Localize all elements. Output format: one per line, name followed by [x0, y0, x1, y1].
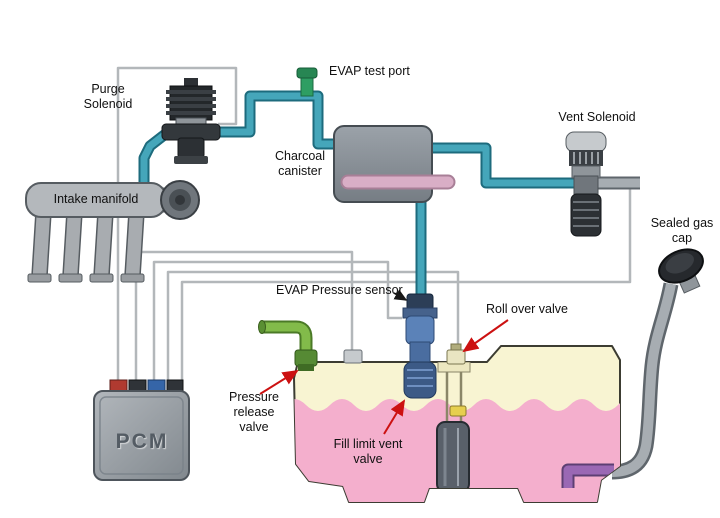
wire-to-pressure-sensor — [152, 260, 402, 386]
fill-limit-vent-valve — [403, 361, 437, 399]
sealed-gas-cap — [658, 248, 704, 294]
roll-over-valve — [446, 343, 466, 365]
filler-neck — [611, 282, 679, 480]
roll-over-valve-label: Roll over valve — [486, 302, 568, 316]
pressure-release-valve — [258, 320, 318, 371]
pcm-module — [93, 379, 190, 481]
arrow-pressure-release-valve — [259, 369, 299, 395]
evap-test-port — [296, 67, 318, 97]
evap-pressure-sensor — [402, 293, 438, 399]
pcm-label: PCM — [115, 430, 169, 453]
pipe-solenoid-to-manifold — [140, 129, 171, 196]
charcoal-canister — [333, 125, 456, 203]
gas-cap-top — [665, 253, 694, 274]
callout-arrows — [259, 289, 509, 435]
purge-solenoid — [161, 78, 221, 164]
pipe-canister-to-vent-solenoid — [424, 144, 590, 187]
purge-solenoid-label: Purge Solenoid — [83, 82, 133, 111]
wire-to-release-valve-area — [134, 250, 354, 386]
charcoal-canister-label: Charcoal canister — [274, 149, 326, 178]
filler-elbow — [561, 463, 614, 488]
tank-vent-fitting — [343, 349, 363, 364]
pressure-release-valve-label: Pressure release valve — [228, 390, 280, 434]
evap-pressure-sensor-label: EVAP Pressure sensor — [276, 283, 403, 297]
fuel-tank — [293, 345, 621, 503]
evap-test-port-label: EVAP test port — [329, 64, 410, 78]
sealed-gas-cap-label: Sealed gas cap — [650, 216, 714, 245]
pcm-case — [93, 390, 190, 481]
vapor-pipes — [138, 90, 590, 306]
vent-solenoid — [565, 131, 607, 237]
wire-to-roll-over-valve — [166, 270, 460, 386]
arrow-roll-over-valve — [462, 319, 509, 353]
intake-manifold — [25, 180, 200, 283]
pipe-solenoid-to-canister — [216, 92, 340, 148]
vent-solenoid-label: Vent Solenoid — [558, 110, 636, 124]
arrow-pressure-sensor — [393, 289, 408, 301]
fill-limit-vent-valve-label: Fill limit vent valve — [333, 437, 403, 466]
arrow-fill-limit-vent-valve — [383, 399, 406, 435]
intake-manifold-label: Intake manifold — [53, 192, 139, 206]
wire-to-purge-solenoid — [116, 66, 238, 386]
